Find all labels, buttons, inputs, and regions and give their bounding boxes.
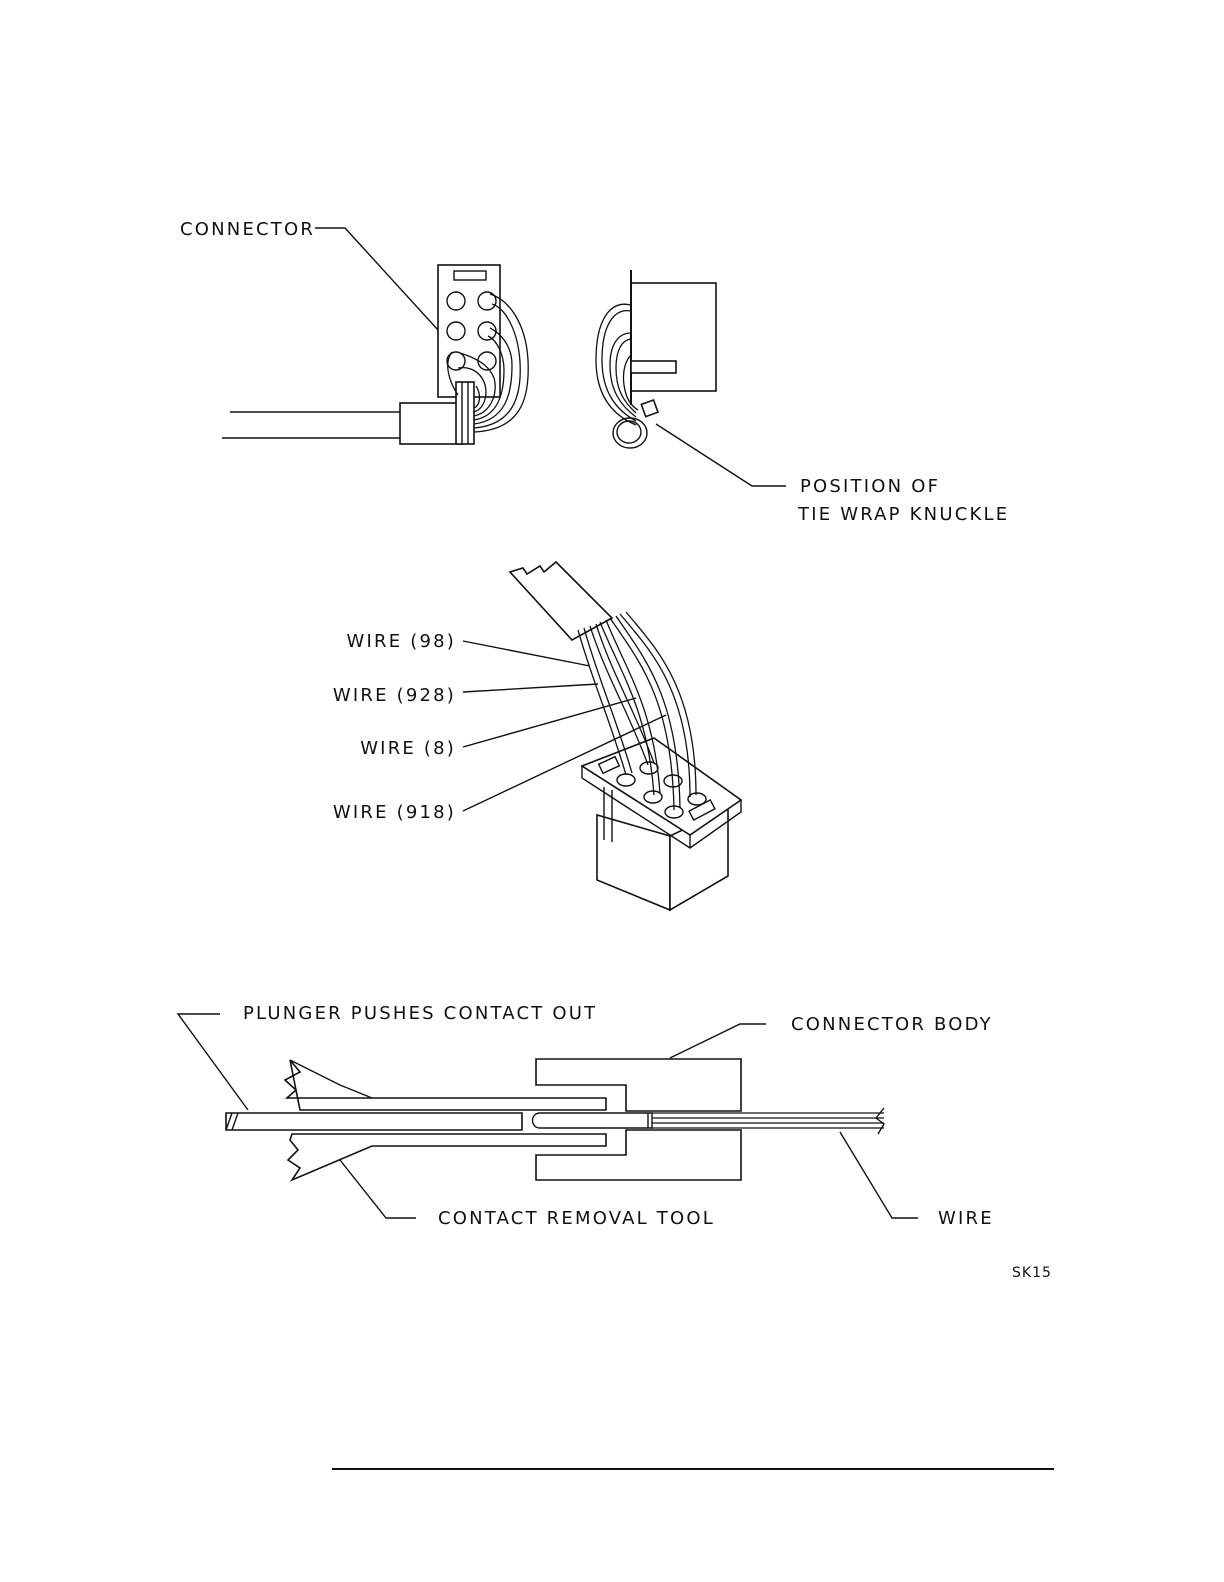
label-plunger: PLUNGER PUSHES CONTACT OUT xyxy=(243,1003,597,1024)
label-wire-98: WIRE (98) xyxy=(347,631,456,652)
label-connector: CONNECTOR xyxy=(180,219,315,240)
label-wire-918: WIRE (918) xyxy=(333,802,456,823)
connector-side-view xyxy=(596,270,716,448)
label-tie-wrap-knuckle: TIE WRAP KNUCKLE xyxy=(797,504,1009,525)
figure-id: SK15 xyxy=(1012,1265,1052,1281)
connector-isometric-view xyxy=(510,562,741,910)
contact-removal-cross-section xyxy=(226,1059,884,1180)
label-wire: WIRE xyxy=(938,1208,994,1229)
label-contact-removal-tool: CONTACT REMOVAL TOOL xyxy=(438,1208,715,1229)
connector-front-view xyxy=(222,265,528,444)
label-position-of: POSITION OF xyxy=(800,476,940,497)
label-wire-8: WIRE (8) xyxy=(360,738,456,759)
label-wire-928: WIRE (928) xyxy=(333,685,456,706)
label-connector-body: CONNECTOR BODY xyxy=(791,1014,993,1035)
